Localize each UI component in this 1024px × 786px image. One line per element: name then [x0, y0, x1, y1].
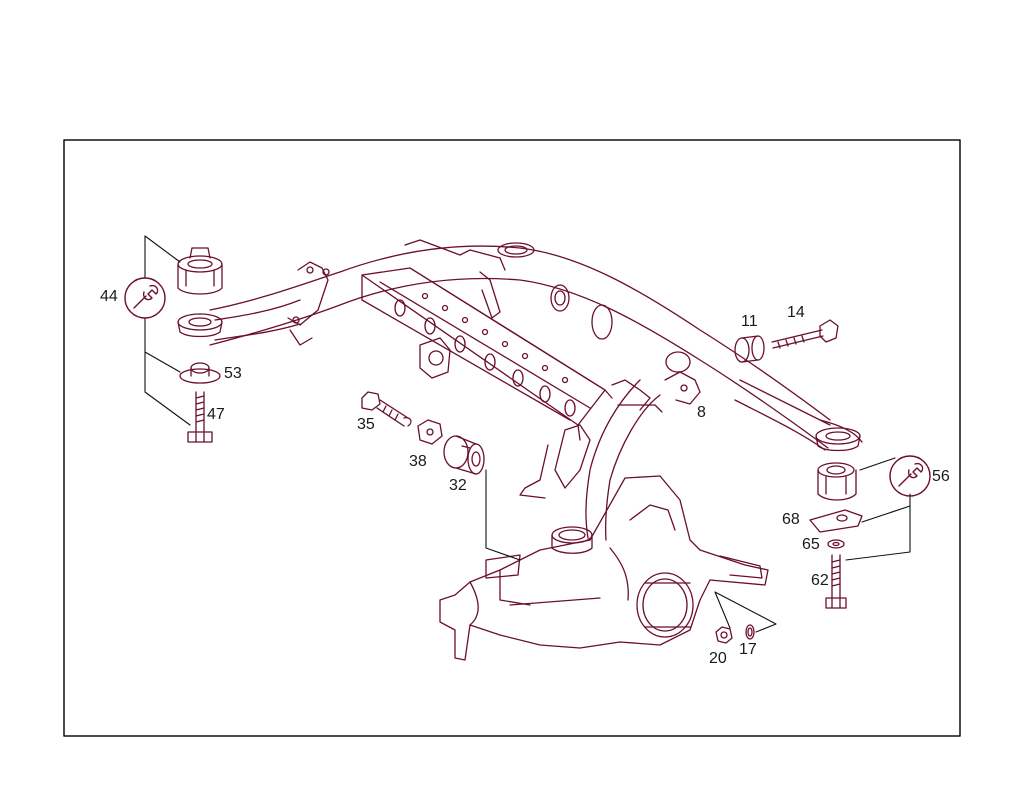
bolt-35	[361, 391, 412, 427]
bushing-11	[734, 335, 765, 363]
wrench-icon	[124, 277, 166, 319]
callout-47: 47	[207, 406, 225, 423]
callout-20: 20	[709, 650, 727, 667]
bolt-14	[771, 319, 839, 349]
plate-68	[809, 509, 863, 533]
washer-38	[417, 419, 443, 445]
callout-44: 44	[100, 288, 118, 305]
bolt-62	[825, 554, 847, 609]
callout-17: 17	[739, 641, 757, 658]
bolt-47	[187, 391, 213, 443]
leader-left-group	[144, 235, 191, 426]
callout-62: 62	[811, 572, 829, 589]
washer-53	[179, 362, 221, 384]
bushing-56	[815, 427, 861, 501]
callout-56: 56	[932, 468, 950, 485]
bushing-32	[443, 435, 485, 475]
wrench-icon	[889, 455, 931, 497]
washer-65	[827, 539, 845, 549]
subframe-center-strut	[519, 379, 663, 554]
callout-53: 53	[224, 365, 242, 382]
callout-65: 65	[802, 536, 820, 553]
subframe-left-arm	[214, 261, 330, 346]
callout-68: 68	[782, 511, 800, 528]
callout-14: 14	[787, 304, 805, 321]
subframe-right-arm	[664, 371, 831, 451]
subframe-front-crossmember	[361, 239, 613, 441]
leader-right-group	[845, 457, 911, 561]
callout-38: 38	[409, 453, 427, 470]
callout-8: 8	[697, 404, 706, 421]
callout-11: 11	[741, 313, 758, 330]
leader-20-17	[714, 591, 777, 633]
differential-housing	[439, 475, 769, 661]
washer-17	[745, 624, 755, 640]
callout-35: 35	[357, 416, 375, 433]
nut-20	[715, 626, 733, 644]
callout-32: 32	[449, 477, 467, 494]
bushing-44	[177, 247, 223, 338]
diagram-frame	[63, 139, 961, 737]
leader-32	[485, 469, 521, 561]
